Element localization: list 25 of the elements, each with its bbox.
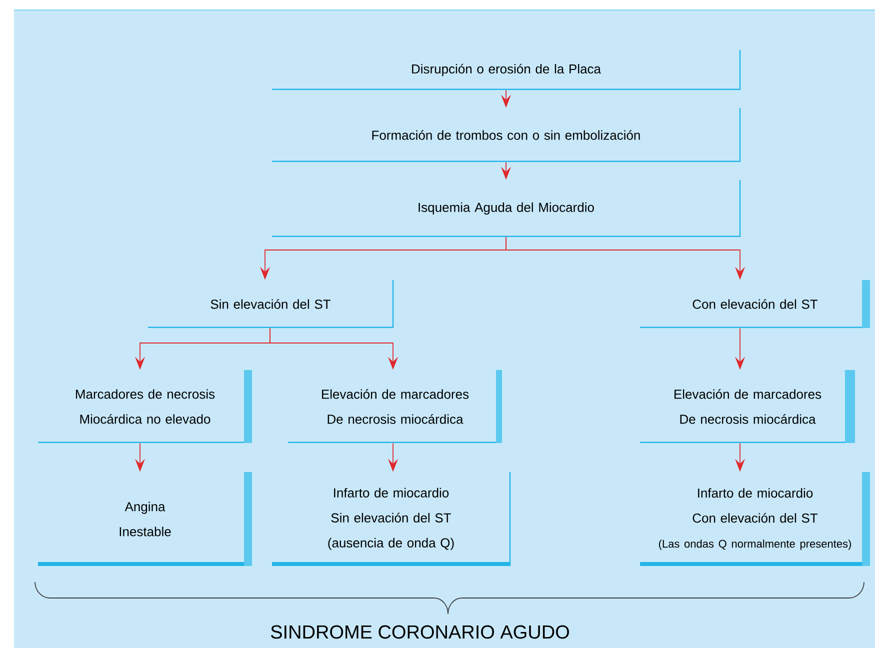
node-label: Isquemia Aguda del Miocardio [418, 202, 594, 215]
flow-box: Marcadores de necrosis Miocárdica no elevado [38, 370, 252, 443]
flow-box: Isquemia Aguda del Miocardio [272, 180, 741, 237]
node-label: Con elevación del ST [692, 299, 818, 309]
node-label: Marcadores de necrosis Miocárdica no elevado [76, 389, 215, 424]
flow-box: Infarto de miocardio Sin elevación del ST (ausencia de onda Q) [272, 472, 511, 566]
flow-box: Elevación de marcadores De necrosis miocárdica [288, 370, 502, 443]
flow-box: Disrupción o erosión de la Placa [272, 50, 741, 90]
node-label: Infarto de miocardio Sin elevación del ST [331, 488, 451, 522]
node-label: Disrupción o erosión de la Placa [412, 64, 601, 76]
node-label: Angina Inestable [120, 502, 171, 536]
node-label: Sin elevación del ST [210, 299, 330, 309]
node-label: Elevación de marcadores De necrosis miocárdica [322, 389, 469, 424]
node-label: (Las ondas Q normalmente presentes) [658, 540, 852, 550]
flow-box: Con elevación del ST [640, 280, 870, 328]
node-label: (ausencia de onda Q) [328, 538, 454, 550]
flow-box: Elevación de marcadores De necrosis miocárdica [640, 370, 855, 443]
flow-box: Infarto de miocardio Con elevación del ST (Las ondas Q normalmente presentes) [640, 472, 870, 566]
flow-box: Angina Inestable [38, 472, 252, 566]
node-label: Formación de trombos con o sin embolización [372, 130, 640, 140]
flow-box: Formación de trombos con o sin embolización [272, 108, 741, 162]
caption-label: SINDROME CORONARIO AGUDO [270, 625, 569, 639]
flow-box: Sin elevación del ST [148, 280, 394, 328]
node-label: Elevación de marcadores De necrosis miocárdica [674, 389, 822, 424]
node-label: Infarto de miocardio Con elevación del ST [692, 488, 818, 523]
